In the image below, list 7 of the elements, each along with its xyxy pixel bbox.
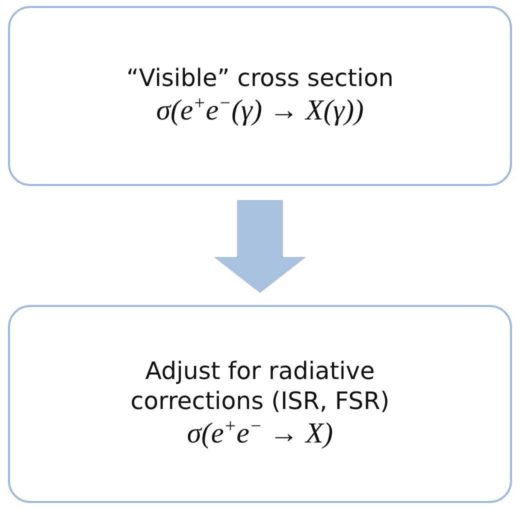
- process-box: [8, 6, 512, 186]
- formula: σ(e$^{+}$e$^{−}$(γ) → X(γ)): [156, 93, 364, 129]
- formula: σ(e$^{+}$e$^{−}$ → X): [186, 416, 334, 452]
- box-heading: Adjust for radiative corrections (ISR, FSR): [130, 356, 390, 416]
- box-heading: “Visible” cross section: [126, 63, 394, 94]
- block-arrow: [214, 200, 306, 293]
- process-box: [8, 305, 512, 503]
